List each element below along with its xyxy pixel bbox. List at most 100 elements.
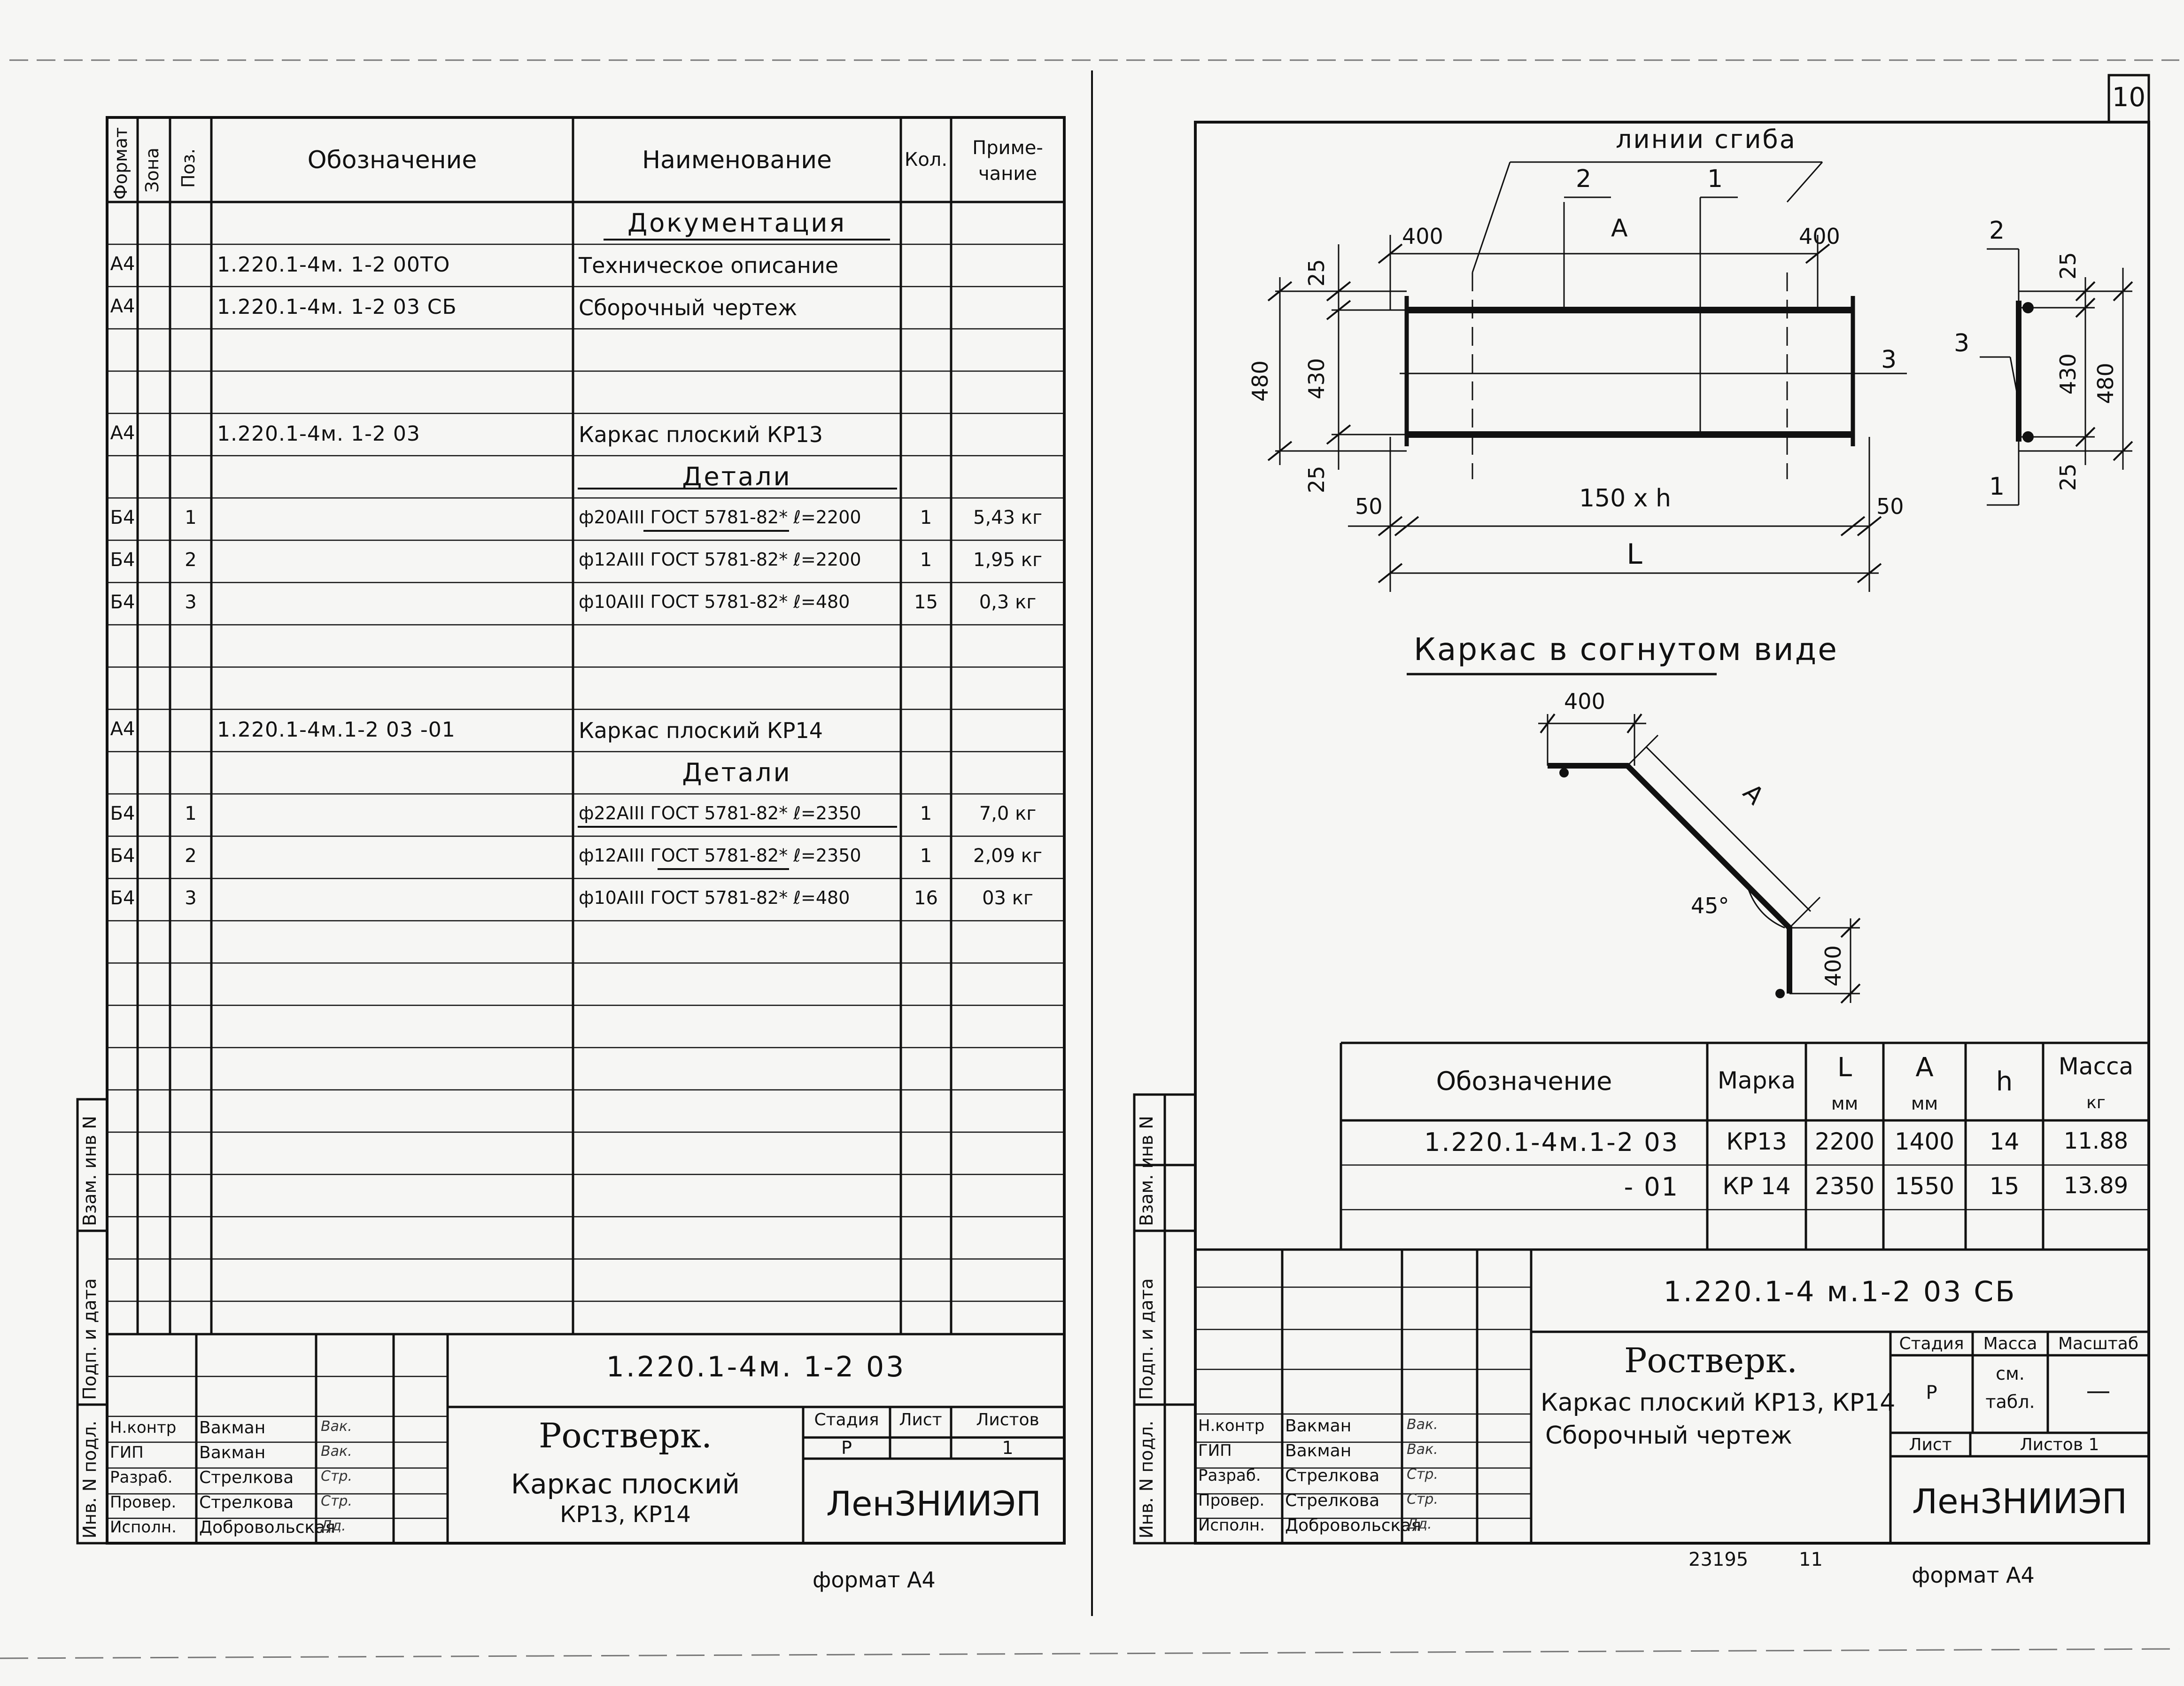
table-header-designation: Обозначение (1436, 1066, 1612, 1096)
left-stage: Р (841, 1437, 852, 1458)
row-name: Каркас плоский КР14 (579, 718, 823, 743)
row-name: ф10АIII ГОСТ 5781-82* ℓ=480 (579, 591, 850, 612)
table-header-mass: Масса (2058, 1053, 2134, 1080)
table-header-L-unit: мм (1831, 1093, 1859, 1114)
marks-mark: КР13 (1726, 1128, 1787, 1155)
right-subtitle-2: Сборочный чертеж (1545, 1422, 1792, 1450)
right-mass-label: Масса (1983, 1334, 2037, 1353)
signature-mark: Стр. (321, 1468, 353, 1484)
header-qty: Кол. (904, 149, 948, 171)
row-qty: 1 (920, 803, 932, 824)
row-note: 03 кг (982, 887, 1033, 909)
row-pos: 1 (185, 803, 197, 824)
bent-view-title: Каркас в согнутом виде (1414, 631, 1838, 668)
signature-role: Исполн. (110, 1518, 177, 1537)
left-sheets: 1 (1002, 1437, 1014, 1458)
signature-name: Добровольская (1285, 1516, 1421, 1535)
row-format: А4 (110, 718, 135, 740)
right-sheets-label: Листов 1 (2020, 1435, 2099, 1454)
marks-designation: 1.220.1-4м.1-2 03 (1424, 1127, 1679, 1157)
dim-50-left: 50 (1355, 494, 1383, 519)
sheet-number: 10 (2112, 82, 2146, 113)
header-zone: Зона (142, 148, 163, 193)
right-stage-label: Стадия (1899, 1334, 1964, 1353)
signature-role: Н.контр (1198, 1416, 1265, 1435)
marks-L: 2350 (1814, 1173, 1875, 1200)
dim-480: 480 (1247, 360, 1273, 402)
signature-name: Добровольская (199, 1518, 335, 1537)
row-format: А4 (110, 422, 135, 444)
row-note: 2,09 кг (973, 845, 1042, 867)
signature-name: Вакман (1285, 1416, 1352, 1436)
table-header-A-unit: мм (1911, 1093, 1938, 1114)
signature-role: Разраб. (1198, 1466, 1261, 1485)
signature-name: Стрелкова (199, 1493, 294, 1512)
side-dim-480: 480 (2093, 363, 2118, 404)
side-dim-25-bottom: 25 (2055, 463, 2081, 491)
right-mass-2: табл. (1985, 1391, 2035, 1412)
row-qty: 16 (914, 887, 938, 909)
left-subtitle-1: Каркас плоский (511, 1468, 740, 1500)
signature-role: Н.контр (110, 1418, 177, 1437)
side-mark-1: 1 (1989, 473, 2005, 501)
row-designation: 1.220.1-4м. 1-2 03 СБ (217, 295, 457, 319)
row-name: ф22АIII ГОСТ 5781-82* ℓ=2350 (579, 803, 861, 824)
row-format: Б4 (110, 591, 135, 613)
signature-name: Вакман (199, 1443, 266, 1462)
signature-role: Провер. (110, 1493, 177, 1512)
dim-430: 430 (1304, 358, 1329, 399)
row-name: Каркас плоский КР13 (579, 422, 823, 447)
row-note: 0,3 кг (979, 591, 1037, 613)
side-label-inv: Инв. N подл. (79, 1420, 100, 1538)
signature-mark: Вак. (321, 1418, 352, 1435)
row-pos: 2 (185, 549, 197, 571)
signature-role: Разраб. (110, 1468, 173, 1487)
row-section-title: Документация (627, 208, 846, 238)
left-subtitle-2: КР13, КР14 (560, 1501, 691, 1528)
table-header-mass-unit: кг (2086, 1093, 2106, 1112)
row-name: ф12АIII ГОСТ 5781-82* ℓ=2200 (579, 549, 861, 570)
header-designation: Обозначение (307, 146, 477, 174)
marks-L: 2200 (1814, 1128, 1875, 1155)
row-section-title: Детали (682, 758, 792, 787)
archive-sheet: 11 (1799, 1549, 1823, 1570)
signature-mark: Вак. (1407, 1441, 1438, 1458)
bent-angle: 45° (1691, 893, 1729, 918)
dim-mark-3: 3 (1881, 346, 1897, 374)
dim-mark-2: 2 (1576, 165, 1592, 193)
side-dim-25-top: 25 (2055, 252, 2081, 280)
table-header-A: А (1915, 1052, 1934, 1083)
left-sheets-label: Листов (976, 1410, 1039, 1430)
side-label-sign: Подп. и дата (1136, 1278, 1157, 1400)
bend-lines-label: линии сгиба (1616, 124, 1797, 154)
row-name: Сборочный чертеж (579, 295, 798, 320)
header-pos: Поз. (178, 148, 199, 188)
table-header-mark: Марка (1717, 1067, 1796, 1094)
row-name: ф10АIII ГОСТ 5781-82* ℓ=480 (579, 887, 850, 908)
archive-number: 23195 (1688, 1549, 1749, 1570)
signature-mark: Стр. (1407, 1491, 1439, 1507)
right-title: Ростверк. (1624, 1341, 1798, 1380)
bent-dim-400-bottom: 400 (1820, 945, 1846, 987)
dim-50-right: 50 (1876, 494, 1904, 519)
row-format: А4 (110, 295, 135, 317)
signature-name: Стрелкова (1285, 1491, 1380, 1510)
right-mass-1: см. (1996, 1363, 2025, 1384)
dim-mark-1: 1 (1707, 165, 1723, 193)
marks-A: 1550 (1894, 1173, 1955, 1200)
dim-25-bottom: 25 (1304, 466, 1329, 493)
signature-mark: Вак. (321, 1443, 352, 1460)
signature-mark: Вак. (1407, 1416, 1438, 1433)
signature-role: ГИП (110, 1443, 144, 1462)
row-designation: 1.220.1-4м.1-2 03 -01 (217, 718, 456, 742)
row-format: Б4 (110, 549, 135, 571)
row-note: 7,0 кг (979, 803, 1037, 824)
marks-A: 1400 (1894, 1128, 1955, 1155)
marks-mass: 13.89 (2063, 1173, 2129, 1199)
right-scale: — (2086, 1377, 2111, 1405)
signature-mark: Дд. (321, 1518, 346, 1534)
right-sheet-label: Лист (1909, 1435, 1952, 1454)
marks-designation: - 01 (1624, 1172, 1679, 1202)
side-label-sign: Подп. и дата (79, 1278, 100, 1400)
